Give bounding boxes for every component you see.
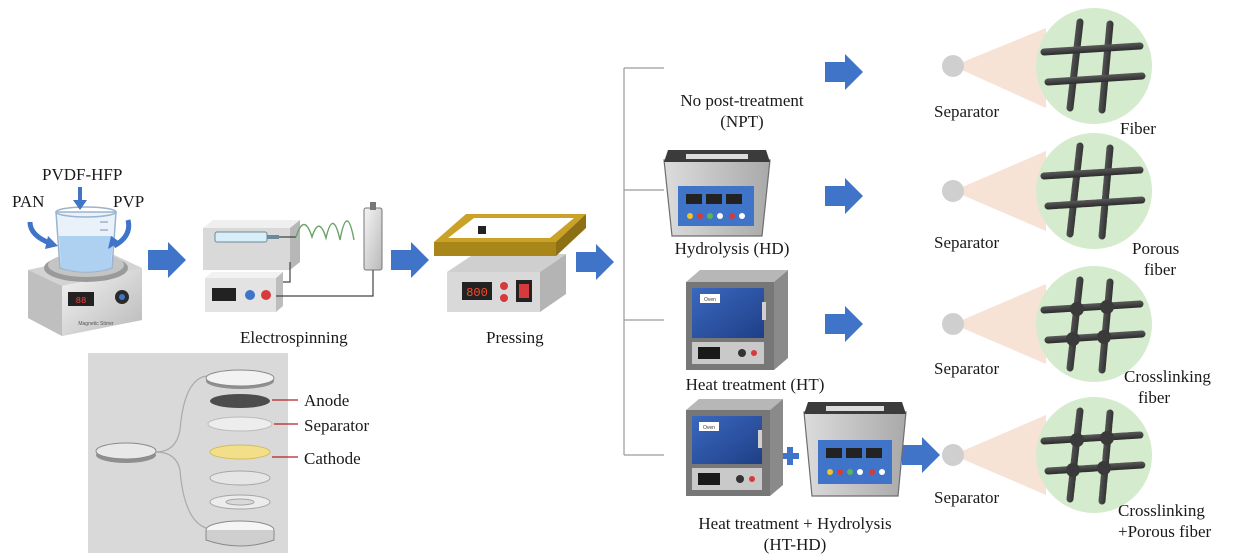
treatment-name: No post-treatment bbox=[680, 91, 804, 110]
hydrolysis-bath bbox=[663, 150, 771, 237]
treatment-abbr: (HT-HD) bbox=[763, 535, 827, 554]
fiber-bubble bbox=[1036, 8, 1152, 124]
label-fiber-npt: Fiber bbox=[1120, 119, 1156, 138]
arrow-hd bbox=[825, 178, 863, 214]
arrow-to-electrospinning bbox=[148, 242, 186, 278]
fiber-bubble bbox=[1036, 266, 1152, 382]
result-ht bbox=[942, 266, 1152, 382]
label-fiber-hthd: Crosslinking +Porous fiber bbox=[1118, 501, 1212, 541]
arrow-npt bbox=[825, 54, 863, 90]
oven-ht: Oven bbox=[686, 270, 788, 370]
svg-text:88: 88 bbox=[76, 296, 87, 306]
result-hd bbox=[942, 133, 1152, 249]
hydrolysis-bath-hthd bbox=[803, 402, 907, 497]
arrow-ht bbox=[825, 306, 863, 342]
separator-dot bbox=[942, 313, 964, 335]
label-separator-ht: Separator bbox=[934, 359, 1000, 378]
separator-dot bbox=[942, 444, 964, 466]
arrow-to-treatments bbox=[576, 244, 614, 280]
label-anode: Anode bbox=[304, 391, 350, 410]
plus-sign bbox=[781, 447, 799, 465]
stirrer-brand-label: Magnetic Stirrer bbox=[78, 321, 114, 327]
label-pan: PAN bbox=[12, 192, 45, 211]
label-separator-hthd: Separator bbox=[934, 488, 1000, 507]
fiber-bubble bbox=[1036, 397, 1152, 513]
svg-text:Oven: Oven bbox=[704, 297, 716, 303]
arrow-to-pressing bbox=[391, 242, 429, 278]
flow-arrows bbox=[148, 54, 940, 473]
svg-text:Oven: Oven bbox=[703, 425, 715, 431]
treatment-abbr: (NPT) bbox=[720, 112, 764, 131]
treatment-name: Heat treatment + Hydrolysis bbox=[698, 514, 892, 533]
label-separator-cell: Separator bbox=[304, 416, 370, 435]
label-hd: Hydrolysis (HD) bbox=[674, 239, 790, 258]
anode-disc bbox=[210, 394, 270, 408]
reagent-right-arrow bbox=[112, 219, 132, 249]
hot-press: 800 bbox=[434, 214, 586, 312]
cathode-disc bbox=[209, 444, 271, 460]
beaker bbox=[55, 206, 117, 273]
electrospinning-setup bbox=[203, 202, 383, 312]
result-npt bbox=[942, 8, 1152, 124]
label-separator-hd: Separator bbox=[934, 233, 1000, 252]
reagent-down-arrow bbox=[73, 187, 87, 210]
label-hthd: Heat treatment + Hydrolysis (HT-HD) bbox=[660, 513, 930, 555]
label-pvp: PVP bbox=[113, 192, 145, 211]
coin-cell-panel bbox=[88, 353, 298, 553]
arrow-hthd bbox=[902, 437, 940, 473]
label-pressing: Pressing bbox=[486, 328, 544, 347]
separator-dot bbox=[942, 180, 964, 202]
branch-bracket bbox=[623, 67, 664, 456]
label-pvdf-hfp: PVDF-HFP bbox=[42, 165, 123, 184]
result-hthd bbox=[942, 397, 1152, 513]
label-cathode: Cathode bbox=[304, 449, 361, 468]
label-npt: No post-treatment (NPT) bbox=[642, 90, 842, 132]
fiber-bubble bbox=[1036, 133, 1152, 249]
separator-disc bbox=[207, 416, 273, 432]
label-fiber-ht: Crosslinking fiber bbox=[1124, 367, 1211, 407]
press-display: 800 bbox=[466, 286, 488, 300]
label-ht: Heat treatment (HT) bbox=[685, 375, 825, 394]
label-fiber-hd: Porous fiber bbox=[1132, 239, 1180, 279]
separator-dot bbox=[942, 55, 964, 77]
label-electrospinning: Electrospinning bbox=[240, 328, 348, 347]
label-separator-npt: Separator bbox=[934, 102, 1000, 121]
oven-hthd: Oven bbox=[686, 399, 783, 496]
